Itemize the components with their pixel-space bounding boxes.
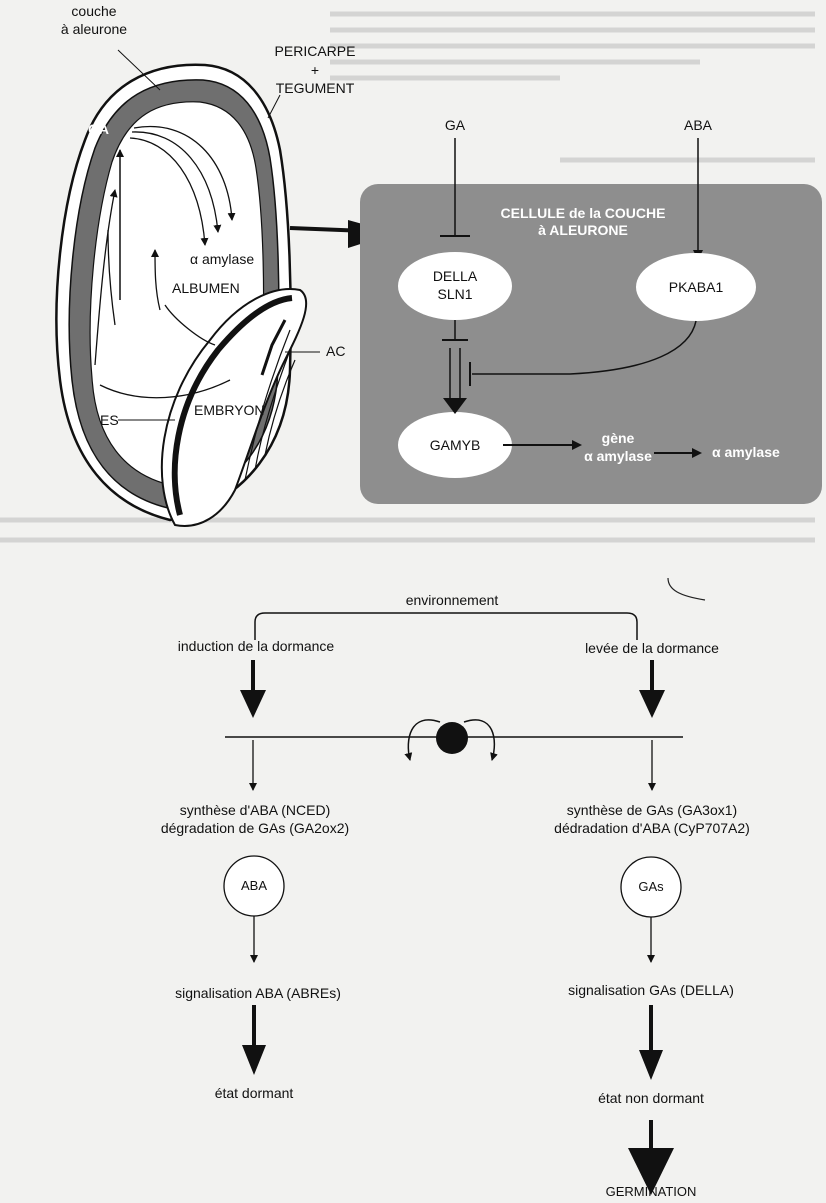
label-pericarpe: PERICARPE — [275, 43, 356, 59]
label-ac: AC — [326, 343, 345, 359]
label-right-state: état non dormant — [598, 1090, 704, 1106]
label-germination: GERMINATION — [606, 1184, 697, 1200]
label-couche: couche — [71, 3, 116, 19]
environment-bracket — [255, 613, 637, 640]
cell-title-line1: CELLULE de la COUCHE — [501, 205, 666, 221]
label-right-signal: signalisation GAs (DELLA) — [568, 982, 734, 998]
label-della: DELLA — [433, 268, 477, 284]
label-cell-aba: ABA — [684, 117, 712, 133]
cell-title-line2: à ALEURONE — [538, 222, 628, 238]
label-tegument: TEGUMENT — [276, 80, 355, 96]
label-right-synth-1: synthèse de GAs (GA3ox1) — [567, 802, 737, 818]
label-induction: induction de la dormance — [178, 638, 334, 654]
label-left-synth-1: synthèse d'ABA (NCED) — [180, 802, 331, 818]
label-left-state: état dormant — [215, 1085, 294, 1101]
label-embryon: EMBRYON — [194, 402, 265, 418]
label-gamyb: GAMYB — [430, 437, 481, 453]
seed-dot — [436, 722, 468, 754]
label-seed-ga: GA — [88, 121, 109, 137]
label-right-synth-2: dédradation d'ABA (CyP707A2) — [554, 820, 750, 836]
label-albumen: ALBUMEN — [172, 280, 240, 296]
label-cell-ga: GA — [445, 117, 465, 133]
label-left-signal: signalisation ABA (ABREs) — [175, 985, 341, 1001]
label-pkaba1: PKABA1 — [669, 279, 723, 295]
label-seed-amylase: α amylase — [190, 251, 254, 267]
label-levee: levée de la dormance — [585, 640, 719, 656]
label-gas-circle: GAs — [638, 879, 663, 895]
label-gene: gène — [602, 430, 635, 446]
label-plus: + — [311, 62, 319, 78]
label-gene-amylase: α amylase — [584, 448, 652, 464]
label-cell-amylase: α amylase — [712, 444, 780, 460]
label-aba-circle: ABA — [241, 878, 267, 894]
label-left-synth-2: dégradation de GAs (GA2ox2) — [161, 820, 349, 836]
label-environnement: environnement — [406, 592, 499, 608]
label-aleurone: à aleurone — [61, 21, 127, 37]
dormancy-scheme — [224, 613, 683, 1195]
label-es: ES — [100, 412, 119, 428]
label-sln1: SLN1 — [437, 286, 472, 302]
